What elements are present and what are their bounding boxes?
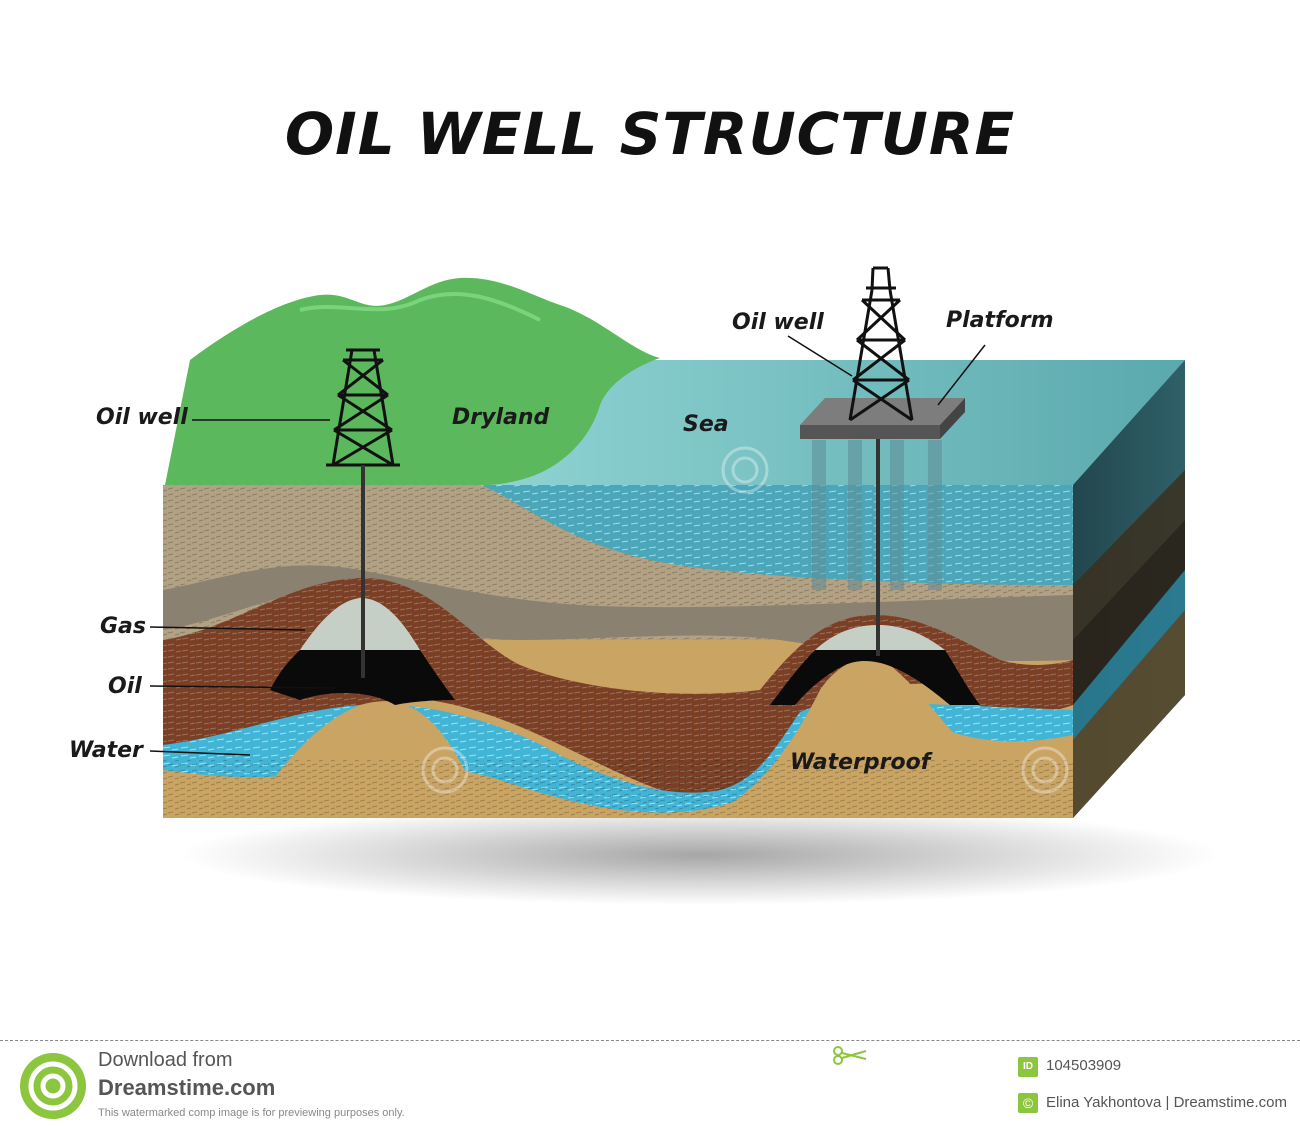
watermark-swirls: [421, 446, 1069, 794]
gas-pocket-left: [300, 597, 420, 650]
label-gas: Gas: [100, 614, 146, 639]
side-band-3: [1073, 570, 1185, 740]
label-oil-well-right: Oil well: [732, 310, 824, 335]
leader-lines: [149, 335, 986, 756]
platform-deck-front: [800, 425, 940, 439]
diagram-title: OIL WELL STRUCTURE: [284, 100, 1016, 168]
label-oil: Oil: [108, 674, 142, 699]
id-badge: ID: [1018, 1057, 1038, 1077]
dreamstime-logo-icon: [20, 1053, 86, 1119]
oil-pocket-right: [770, 650, 980, 705]
scissors-icon: [833, 1046, 867, 1065]
sea-waves: [480, 485, 1073, 585]
footer-image-id: 104503909: [1046, 1057, 1122, 1074]
label-oil-well-left: Oil well: [96, 405, 188, 430]
label-sea: Sea: [683, 412, 729, 437]
watermark-footer: Download from Dreamstime.com This waterm…: [0, 1040, 1300, 1131]
footer-notice: This watermarked comp image is for previ…: [98, 1107, 405, 1119]
hill-dry-land: [165, 277, 660, 485]
footer-author: Elina Yakhontova | Dreamstime.com: [1046, 1094, 1287, 1111]
footer-download-from: Download from: [98, 1049, 233, 1071]
footer-site-link[interactable]: Dreamstime.com: [98, 1075, 276, 1100]
sand-texture: [163, 760, 1073, 818]
right-derrick-icon: [848, 266, 914, 422]
oil-well-diagram: [149, 266, 1220, 905]
hill-highlight: [299, 291, 541, 322]
platform-deck-side: [940, 398, 965, 439]
platform-deck: [800, 398, 965, 425]
side-band-4: [1073, 610, 1185, 818]
label-dry-land: Dryland: [452, 405, 550, 430]
copyright-badge: ©: [1018, 1093, 1038, 1113]
side-band-1: [1073, 470, 1185, 640]
platform-legs: [812, 440, 942, 590]
label-waterproof: Waterproof: [790, 750, 931, 775]
label-platform: Platform: [946, 308, 1054, 333]
ground-shadow: [180, 805, 1220, 905]
label-water: Water: [69, 738, 143, 763]
side-band-2: [1073, 520, 1185, 705]
